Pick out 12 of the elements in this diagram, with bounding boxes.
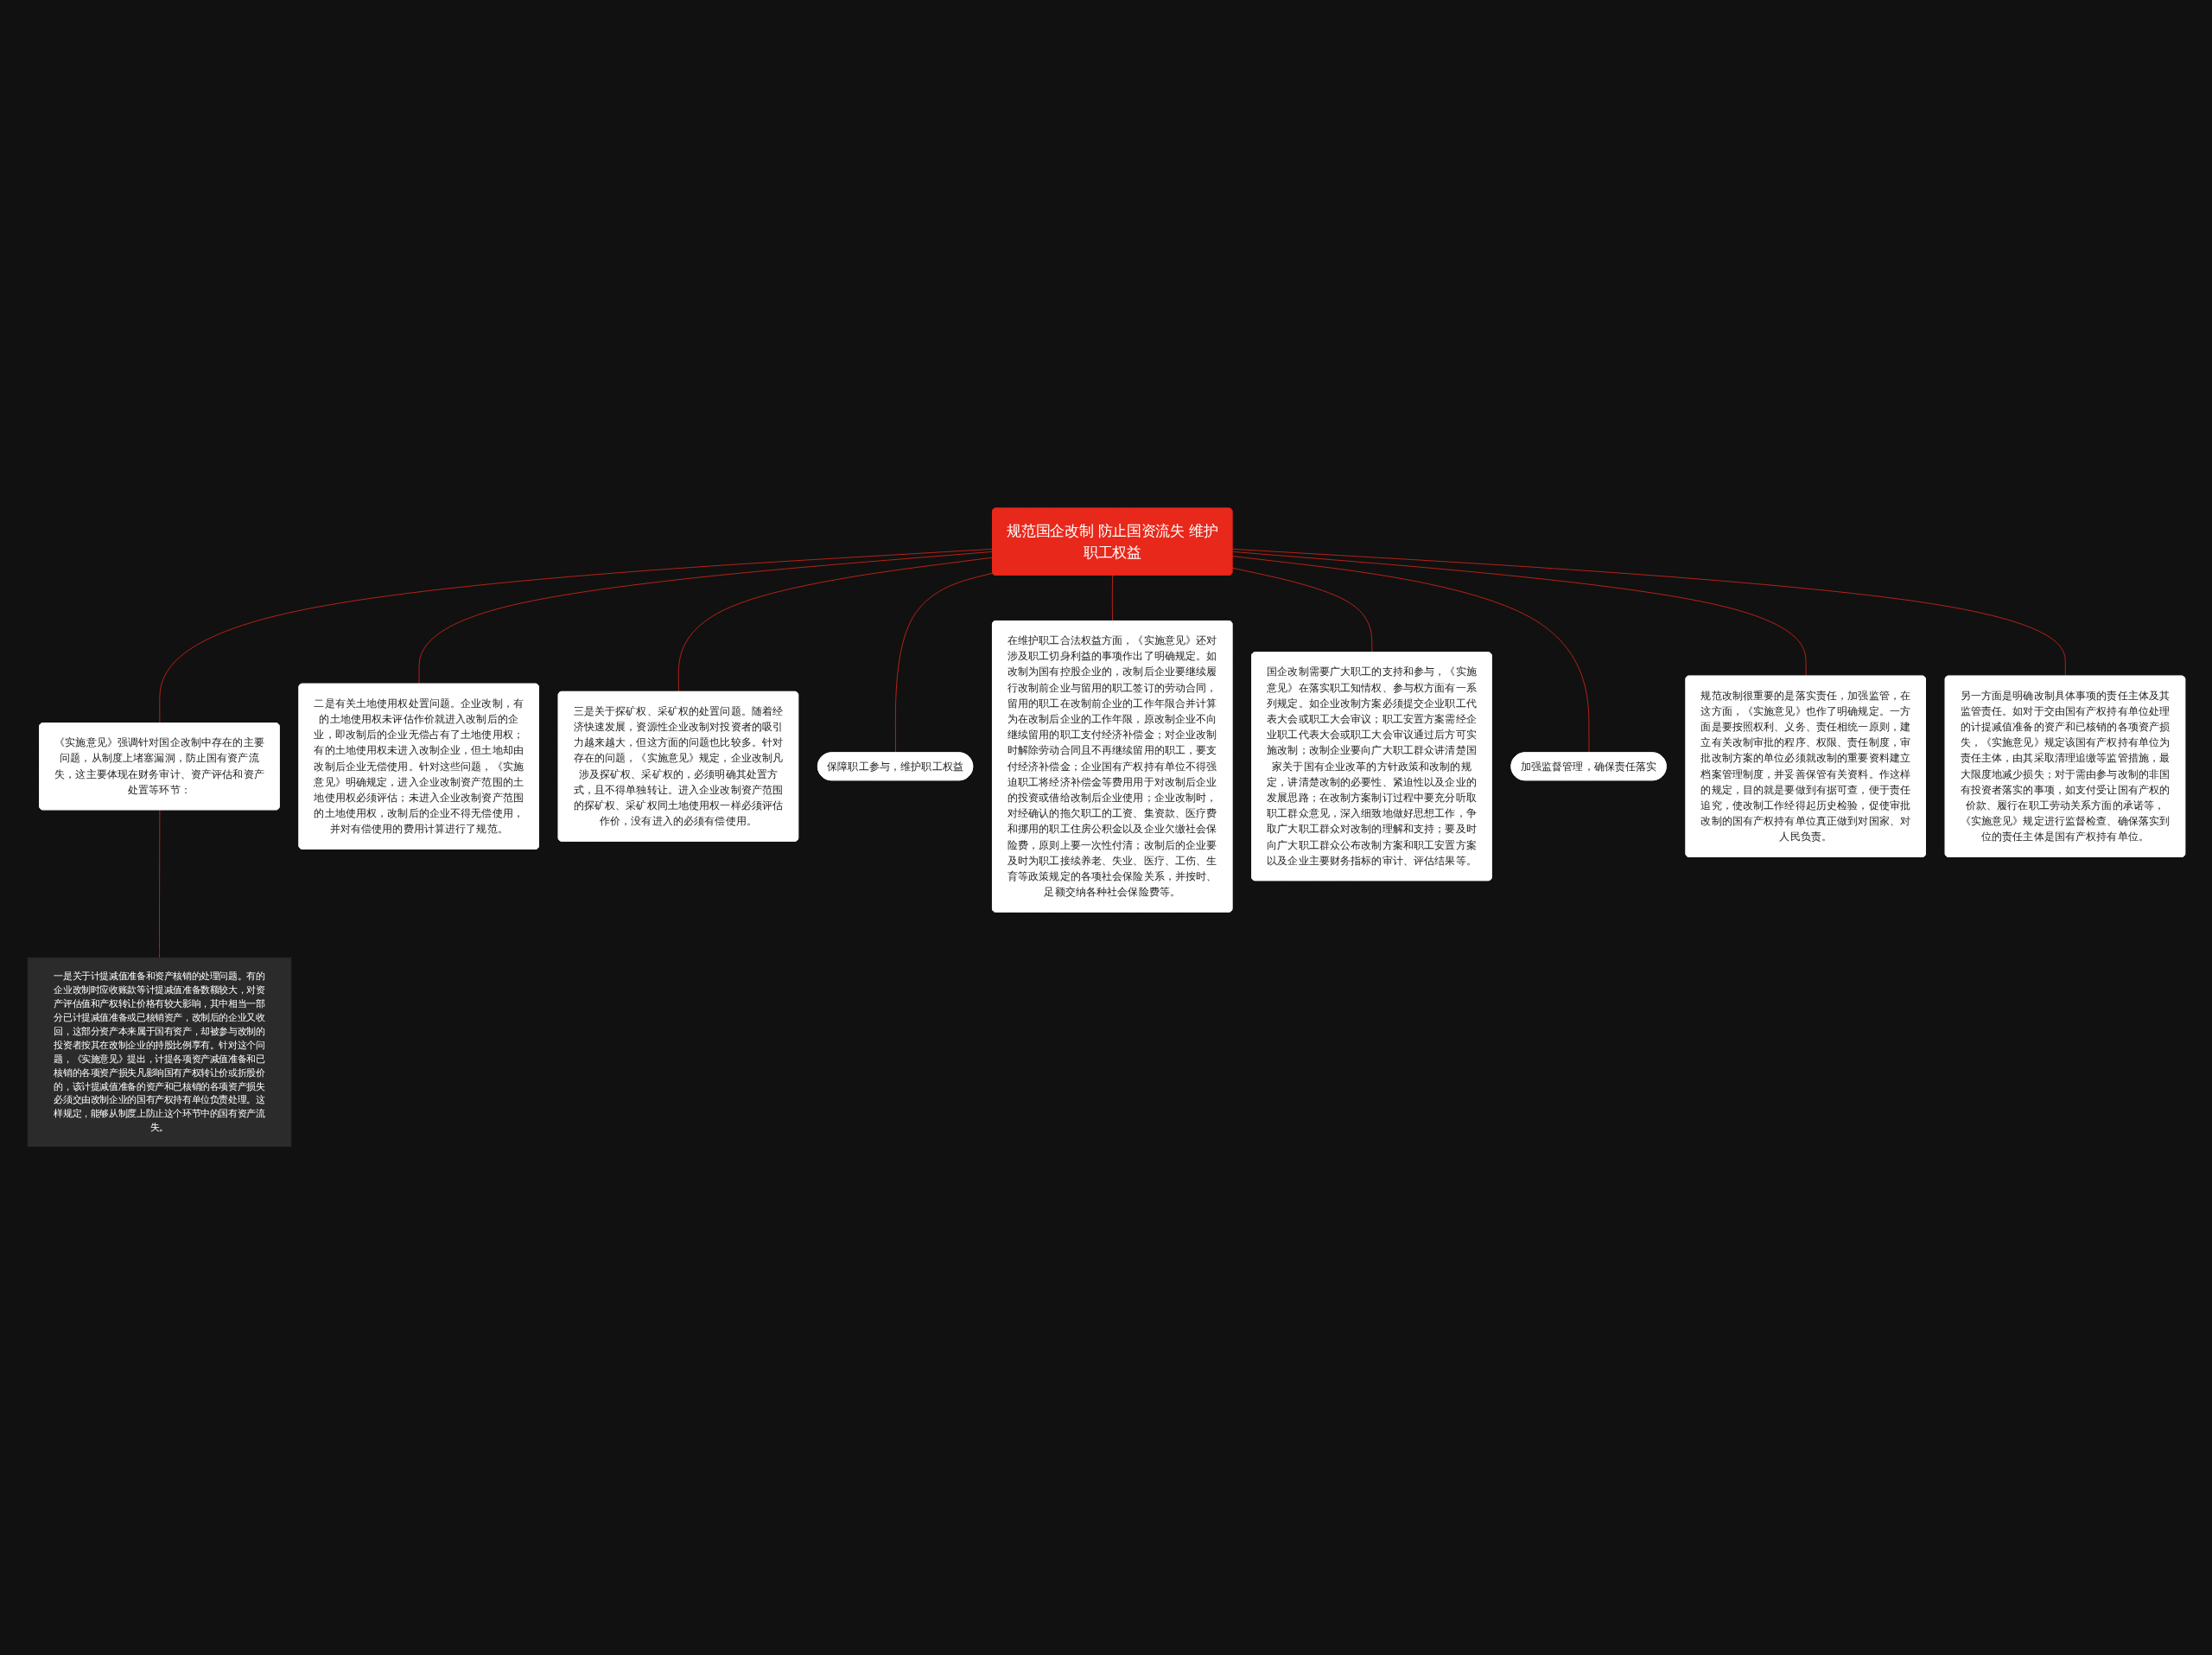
connector — [1231, 556, 1589, 754]
connector — [894, 572, 993, 754]
connector — [1231, 568, 1372, 653]
connector — [1231, 549, 2066, 678]
connector — [1231, 551, 1807, 678]
connector — [418, 551, 993, 685]
mind-map-diagram: 规范国企改制 防止国资流失 维护职工权益 《实施意见》强调针对国企改制中存在的主要问题，从制度上堵塞漏洞，防止国有资产流失，这主要体现在财务审计、资产评估和资产处置等环节： 一是关于计提减值准备和资产核销的处理问题。有的企业改制时应收账款等计提减值准备数额较大，对资产评估值和产权转让价格有较大影响，其中相当一部分已计提减值准备或已核销资产，改制后的企业又收回，这部分资产本来属于国有资产，却被参与改制的投资者按其在改制企业的持股比例享有。针对这个问题，《实施意见》提出，计提各项资产减值准备和已核销的各项资产损失凡影响国有产权转让价或折股价的，该计提减值准备的资产和已核销的各项资产损失必须交由改制企业的国有产权持有单位负责处理。这样规定，能够从制度上防止这个环节中的国有资产流失。 二是有关土地使用权处置问题。企业改制，有的土地使用权未评估作价就进入改制后的企业，即改制后的企业无偿占有了土地使用权；有的土地使用权未进入改制企业，但土地却由改制后企业无偿使用。针对这些问题，《实施意见》明确规定，进入企业改制资产范围的土地使用权必须评估；未进入企业改制资产范围的土地使用权，改制后的企业不得无偿使用，并对有偿使用的费用计算进行了规范。 三是关于探矿权、采矿权的处置问题。随着经济快速发展，资源性企业改制对投资者的吸引力越来越大，但这方面的问题也比较多。针对存在的问题，《实施意见》规定，企业改制凡涉及探矿权、采矿权的，必须明确其处置方式，且不得单独转让。进入企业改制资产范围的探矿权、采矿权同土地使用权一样必须评估作价，没有进入的必须有偿使用。 保障职工参与，维护职工权益 在维护职工合法权益方面，《实施意见》还对涉及职工切身利益的事项作出了明确规定。如改制为国有控股企业的，改制后企业要继续履行改制前企业与留用的职工签订的劳动合同，留用的职工在改制前企业的工作年限合并计算为在改制后企业的工作年限，原改制企业不向继续留用的职工支付经济补偿金；对企业改制时解除劳动合同且不再继续留用的职工，要支付经济补偿金；企业国有产权持有单位不得强迫职工将经济补偿金等费用用于对改制后企业的投资或借给改制后企业使用；企业改制时，对经确认的拖欠职工的工资、集资款、医疗费和挪用的职工住房公积金以及企业欠缴社会保险费，原则上要一次性付清；改制后的企业要及时为职工接续养老、失业、医疗、工伤、生育等政策规定的各项社会保险关系，并按时、足额交纳各种社会保险费等。 国企改制需要广大职工的支持和参与，《实施意见》在落实职工知情权、参与权方面有一系列规定。如企业改制方案必须提交企业职工代表大会或职工大会审议；职工安置方案需经企业职工代表大会或职工大会审议通过后方可实施改制；改制企业要向广大职工群众讲清楚国家关于国有企业改革的方针政策和改制的规定，讲清楚改制的必要性、紧迫性以及企业的发展思路；在改制方案制订过程中要充分听取职工群众意见，深入细致地做好思想工作，争取广大职工群众对改制的理解和支持；要及时向广大职工群众公布改制方案和职工安置方案以及企业主要财务指标的审计、评估结果等。 加强监督管理，确保责任落实 规范改制很重要的是落实责任，加强监管，在这方面，《实施意见》也作了明确规定。一方面是要按照权利、义务、责任相统一原则，建立有关改制审批的程序、权限、责任制度，审批改制方案的单位必须就改制的重要资料建立档案管理制度，并妥善保管有关资料。作这样的规定，目的就是要做到有据可查，便于责任追究，使改制工作经得起历史检验，促使审批改制的国有产权持有单位真正做到对国家、对人民负责。 另一方面是明确改制具体事项的责任主体及其监管责任。如对于交由国有产权持有单位处理的计提减值准备的资产和已核销的各项资产损失，《实施意见》规定该国有产权持有单位为责任主体，由其采取清理追缴等监管措施，最大限度地减少损失；对于需由参与改制的非国有投资者落实的事项，如支付受让国有产权的价款、履行在职工劳动关系方面的承诺等，《实施意见》规定进行监督检查、确保落实到位的责任主体是国有产权持有单位。 — [22, 503, 2190, 1152]
node-box — [27, 958, 291, 1148]
connector — [158, 810, 160, 958]
connector — [1111, 575, 1113, 622]
connector — [677, 557, 993, 693]
connector — [159, 549, 993, 724]
